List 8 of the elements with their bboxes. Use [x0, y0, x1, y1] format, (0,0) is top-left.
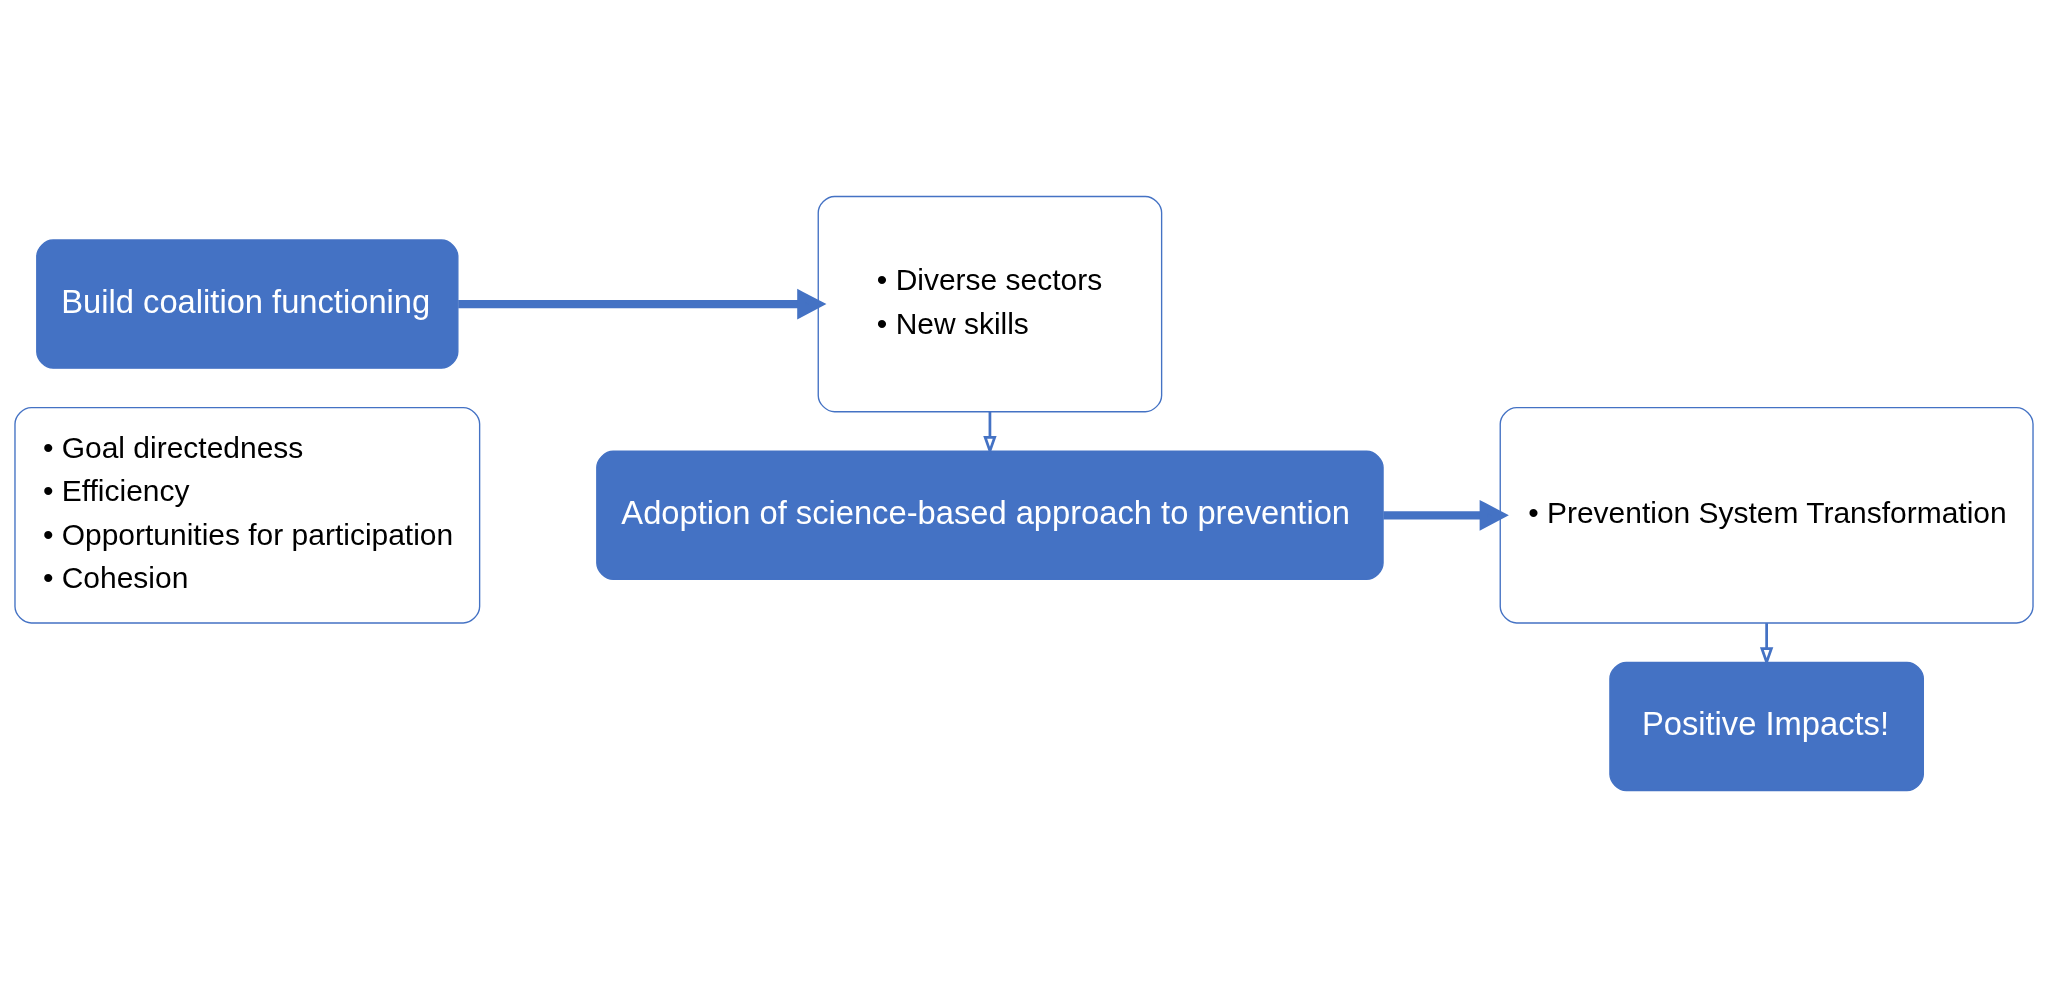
arrow [1383, 499, 1509, 531]
node-box: • Diverse sectors • New skills [817, 195, 1163, 412]
arrow [458, 288, 827, 319]
node-box: • Prevention System Transformation [1499, 406, 2034, 624]
node-box: • Goal directedness • Efficiency • Opportunities for participation • Cohesion [14, 406, 481, 624]
node-box: Build coalition functioning [36, 238, 459, 369]
node-box: Positive Impacts! [1609, 661, 1924, 791]
node-box: Adoption of science-based approach to prevention [596, 450, 1384, 580]
